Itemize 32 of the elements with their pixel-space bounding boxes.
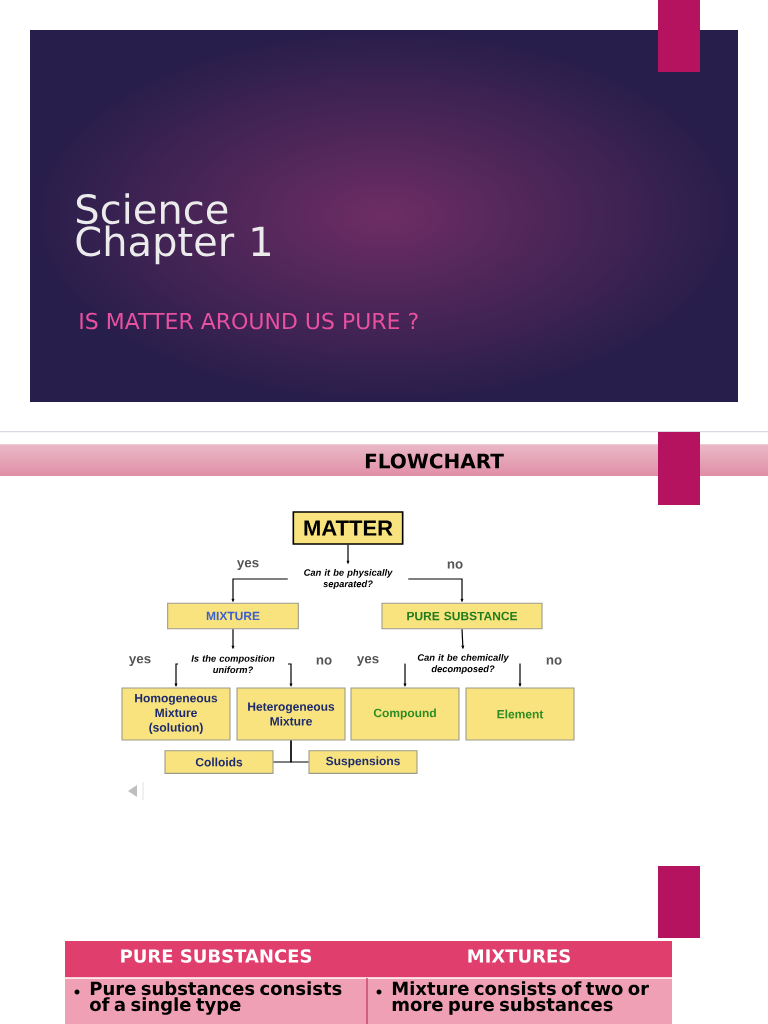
- process-box: Colloids: [164, 750, 274, 774]
- table-header-cell: MIXTURES: [367, 941, 672, 978]
- process-box: PURE SUBSTANCE: [381, 602, 543, 630]
- question-text: Is the composition uniform?: [191, 654, 275, 674]
- arrow: [407, 578, 464, 602]
- process-box: Suspensions: [308, 750, 418, 774]
- arrow: [231, 578, 289, 602]
- arrow: [287, 663, 293, 687]
- process-box: Compound: [350, 687, 460, 741]
- question-text: Can it be physically separated?: [304, 569, 393, 590]
- process-box: Heterogeneous Mixture: [236, 687, 346, 741]
- process-box: MIXTURE: [167, 602, 299, 630]
- slide-title: Science Chapter 1: [76, 193, 270, 265]
- heading-band: FLOWCHART: [365, 432, 700, 505]
- start-box: MATTER: [292, 511, 404, 545]
- edge-label: no: [314, 656, 334, 666]
- slide-subtitle: IS MATTER AROUND US PURE ?: [80, 312, 418, 330]
- table-header-cell: PURE SUBSTANCES: [65, 941, 367, 978]
- table-cell: Mixture consists of two or more pure substances: [367, 978, 672, 1024]
- arrow: [518, 663, 522, 687]
- question-text: Can it be chemically decomposed?: [417, 654, 510, 675]
- arrow: [231, 628, 235, 649]
- process-box: Element: [465, 687, 575, 741]
- arrow: [174, 663, 179, 687]
- arrow: [346, 544, 350, 564]
- arrow: [461, 628, 465, 649]
- table-cell: Pure substances consists of a single type: [65, 978, 367, 1024]
- edge-label: no: [544, 656, 564, 666]
- arrow: [403, 663, 407, 687]
- process-box: Homogeneous Mixture (solution): [121, 687, 231, 741]
- arrow: [290, 739, 310, 763]
- edge-label: no: [445, 560, 465, 570]
